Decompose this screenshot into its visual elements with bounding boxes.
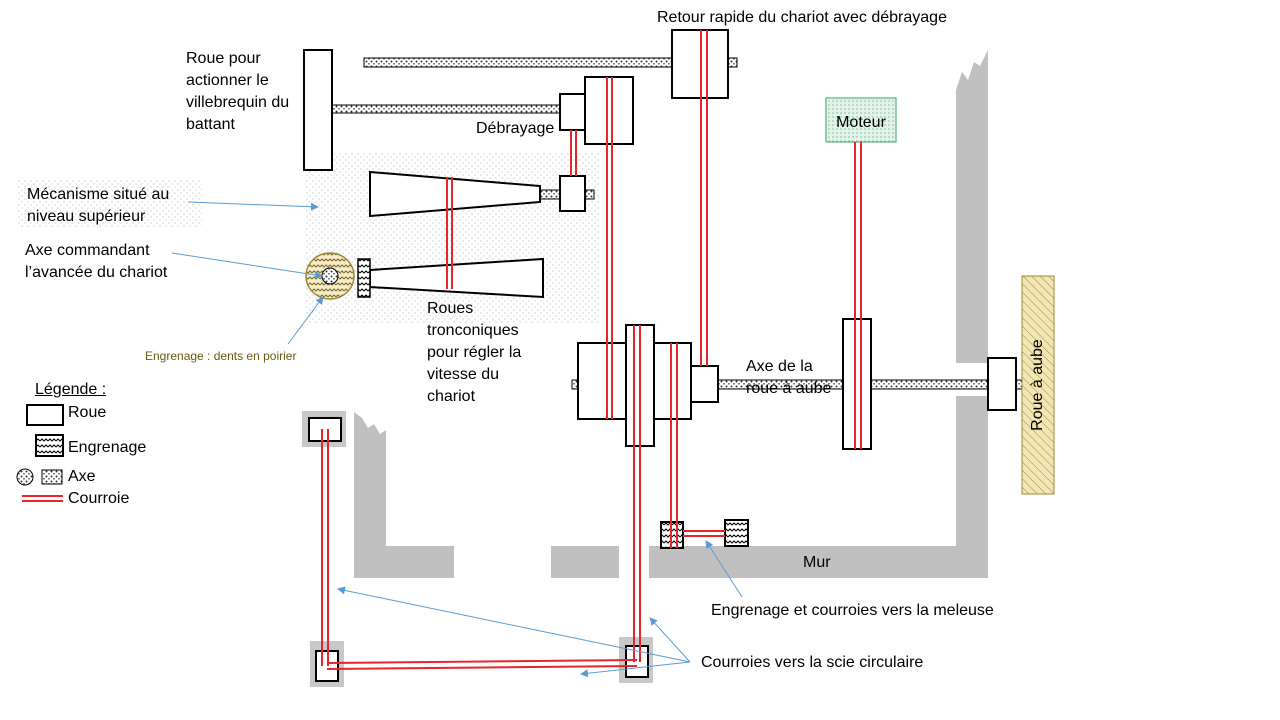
label-crankshaft-line: Roue pour (186, 50, 261, 67)
belt-saw-main (633, 325, 641, 662)
label-waterwheel-text: Roue à aube (1029, 339, 1047, 431)
arrow-upper-level (187, 201, 319, 211)
shaft-crankshaft (331, 104, 561, 114)
conical-wheel-top (369, 170, 541, 218)
wheel-main-3 (653, 342, 692, 420)
belt-return (700, 30, 708, 366)
legend-title: Légende : (35, 381, 107, 398)
gear-small-cone (357, 258, 371, 298)
label-waterwheel-axis: Axe de la roue à aube (746, 356, 831, 400)
label-waterwheel: Roue à aube (1022, 276, 1054, 494)
wheel-main-5 (842, 318, 872, 450)
belt-conical (446, 177, 453, 289)
label-circular-saw: Courroies vers la scie circulaire (701, 654, 924, 671)
label-conical-line: pour régler la (427, 344, 522, 361)
label-pear-gear: Engrenage : dents en poirier (145, 349, 297, 363)
wheel-crankshaft (303, 49, 333, 171)
legend-gear-label: Engrenage (68, 439, 147, 456)
legend-axis-square (41, 469, 63, 485)
wheel-clutch-large (584, 76, 634, 145)
belt-saw-left-vertical (321, 429, 329, 666)
label-conical-wheels: Roues tronconiques pour régler la vitess… (427, 298, 521, 408)
label-waterwheel-axis-line: Axe de la (746, 358, 813, 375)
legend-wheel-label: Roue (68, 404, 107, 421)
shaft-top (363, 57, 738, 68)
motor-label: Moteur (836, 114, 886, 131)
arrow-meleuse (705, 540, 743, 598)
arrow-carriage-axis (171, 252, 323, 279)
legend-belt-label: Courroie (68, 490, 130, 507)
label-crankshaft-wheel: Roue pour actionner le villebrequin du b… (186, 48, 289, 136)
legend-axis-circle (16, 468, 34, 486)
label-axis-line: l’avancée du chariot (25, 264, 168, 281)
wheel-main-4 (690, 365, 719, 403)
belt-meleuse-vertical (670, 343, 678, 548)
wall (354, 50, 988, 578)
carriage-axis-dot (321, 267, 339, 285)
label-conical-line: vitesse du (427, 366, 500, 383)
label-wall: Mur (803, 554, 831, 571)
label-crankshaft-line: battant (186, 116, 235, 133)
label-upper-mechanism: Mécanisme situé au niveau supérieur (27, 184, 169, 228)
saw-pulley-right (625, 645, 649, 678)
wheel-main-1 (577, 342, 627, 420)
label-meleuse: Engrenage et courroies vers la meleuse (711, 602, 994, 619)
gear-meleuse-right (724, 519, 749, 547)
belt-saw-horizontal (326, 659, 638, 670)
legend-axis-label: Axe (68, 468, 96, 485)
arrow-saw-2 (649, 617, 691, 663)
motor-box (825, 97, 897, 143)
legend-wheel-swatch (26, 404, 64, 426)
label-quick-return: Retour rapide du chariot avec débrayage (657, 9, 947, 26)
legend-symbols (16, 404, 64, 502)
upper-level-label-zone (18, 180, 202, 228)
belt-clutch (570, 130, 577, 176)
label-conical-line: chariot (427, 388, 476, 405)
arrow-pear-gear (287, 296, 324, 345)
belt-clutch-main (606, 77, 613, 419)
waterwheel (1021, 275, 1055, 495)
saw-pulley-top (308, 417, 342, 442)
wheel-clutch-small (559, 93, 586, 131)
wheel-cone-drive (559, 175, 586, 212)
arrow-saw-3 (580, 661, 691, 678)
label-waterwheel-axis-line: roue à aube (746, 380, 832, 397)
arrow-saw-1 (337, 586, 691, 663)
wheel-waterwheel-hub (987, 357, 1017, 411)
label-carriage-axis: Axe commandant l’avancée du chariot (25, 240, 167, 284)
label-clutch: Débrayage (476, 120, 555, 137)
label-axis-line: Axe commandant (25, 242, 150, 259)
label-upper-line: Mécanisme situé au (27, 186, 170, 203)
label-conical-line: Roues (427, 300, 474, 317)
label-upper-line: niveau supérieur (27, 208, 146, 225)
belt-meleuse-horizontal (683, 530, 725, 537)
label-conical-line: tronconiques (427, 322, 519, 339)
label-crankshaft-line: villebrequin du (186, 94, 290, 111)
label-crankshaft-line: actionner le (186, 72, 269, 89)
legend-gear-swatch (35, 434, 64, 457)
belt-motor (854, 142, 862, 449)
